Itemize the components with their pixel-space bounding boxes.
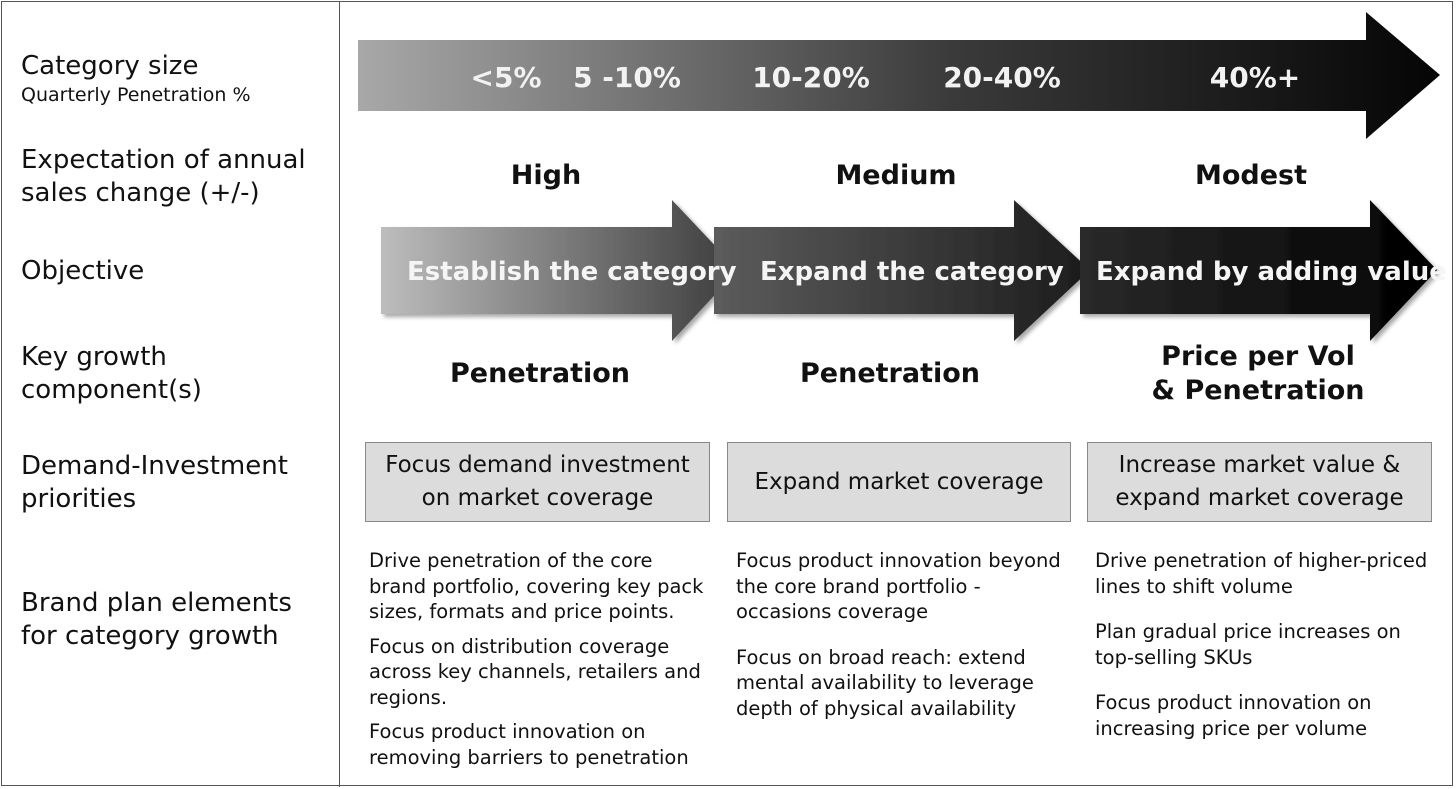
objective-label-establish: Establish the category: [407, 257, 737, 287]
label-objective: Objective: [21, 256, 145, 286]
component-col3: Price per Vol & Penetration: [1151, 341, 1365, 406]
label-category-size-sub: Quarterly Penetration %: [21, 84, 251, 106]
objective-arrow-value: [1080, 200, 1437, 341]
brand-plan-item: Focus product innovation on removing bar…: [369, 720, 689, 769]
priority-box-col1: Focus demand investment on market covera…: [365, 442, 710, 522]
category-size-label: <5%: [470, 61, 542, 94]
category-size-label: 10-20%: [752, 61, 870, 94]
brand-plan-col1: Drive penetration of the core brand port…: [369, 548, 714, 779]
objective-arrow-establish: [381, 200, 738, 341]
label-category-size: Category size Quarterly Penetration %: [21, 51, 251, 106]
component-col1: Penetration: [449, 358, 631, 389]
brand-plan-item: Focus product innovation beyond the core…: [736, 549, 1061, 623]
brand-plan-col2: Focus product innovation beyond the core…: [736, 548, 1076, 730]
label-brand-plan: Brand plan elements for category growth: [21, 588, 292, 651]
category-size-label: 20-40%: [943, 61, 1061, 94]
brand-plan-item: Focus product innovation on increasing p…: [1095, 691, 1372, 740]
label-demand-investment: Demand-Investment priorities: [21, 451, 288, 514]
label-expectation: Expectation of annual sales change (+/-): [21, 145, 306, 208]
brand-plan-item: Plan gradual price increases on top-sell…: [1095, 620, 1401, 669]
category-size-label: 40%+: [1209, 61, 1301, 94]
brand-plan-item: Focus on distribution coverage across ke…: [369, 634, 701, 709]
brand-plan-item: Focus on broad reach: extend mental avai…: [736, 645, 1034, 720]
category-size-arrow: [358, 12, 1440, 139]
expectation-medium: Medium: [835, 160, 957, 191]
priority-box-col2: Expand market coverage: [727, 442, 1071, 522]
label-column-divider: [339, 1, 340, 787]
objective-label-value: Expand by adding value: [1096, 257, 1447, 287]
label-key-growth: Key growth component(s): [21, 342, 202, 405]
expectation-modest: Modest: [1194, 160, 1308, 191]
brand-plan-col3: Drive penetration of higher-priced lines…: [1095, 548, 1430, 750]
category-size-label: 5 -10%: [573, 61, 681, 94]
component-col2: Penetration: [799, 358, 981, 389]
objective-arrow-expand: [714, 200, 1090, 341]
objective-label-expand: Expand the category: [760, 257, 1064, 287]
expectation-high: High: [510, 160, 582, 191]
brand-plan-item: Drive penetration of the core brand port…: [369, 549, 704, 623]
brand-plan-item: Drive penetration of higher-priced lines…: [1095, 549, 1428, 598]
priority-box-col3: Increase market value & expand market co…: [1087, 442, 1432, 522]
